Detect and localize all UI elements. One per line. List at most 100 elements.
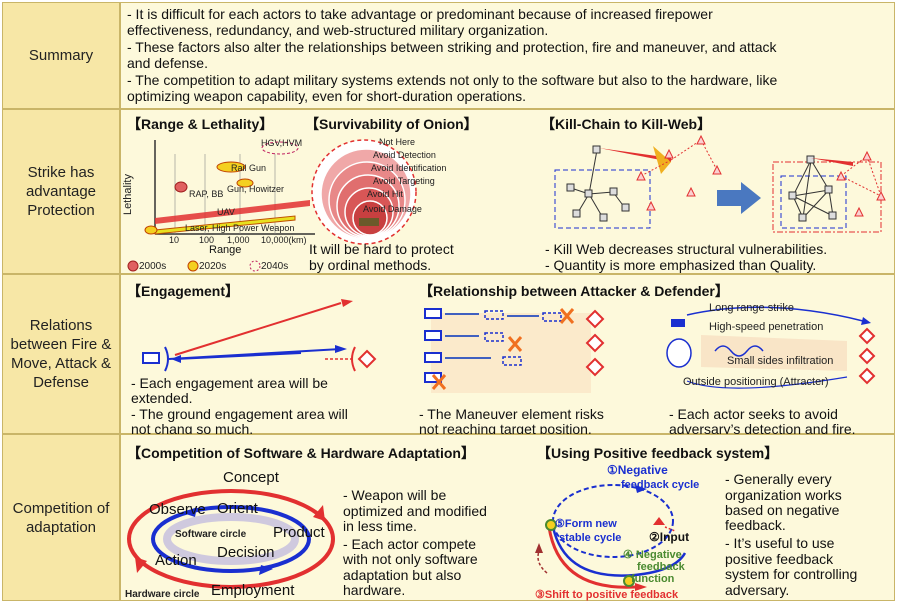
attacker-defender-title: 【Relationship between Attacker & Defende… [419, 283, 729, 299]
range-item: HGV,HVM [261, 138, 303, 148]
swhw-word: Hardware circle [125, 589, 200, 600]
feedback-node: ①Negative [607, 463, 668, 477]
range-tick: 100 [199, 235, 215, 245]
row-label-competition: Competition of adaptation [2, 434, 120, 601]
feedback-line: system for controlling [725, 566, 858, 582]
swhw-word: Orient [217, 500, 258, 517]
summary-line: and defense. [127, 55, 208, 71]
feedback-line: adversary. [725, 582, 790, 598]
feedback-node: ②Input [649, 530, 690, 544]
onion-title: 【Survivability of Onion】 [305, 116, 478, 132]
feedback-node: ④ Negative [623, 549, 682, 561]
strategy-item: High-speed penetration [709, 321, 824, 333]
swhw-line: optimized and modified [343, 503, 487, 519]
feedback-line: - It’s useful to use [725, 535, 835, 551]
feedback-line: based on negative [725, 502, 840, 518]
row-label-strike: Strike has advantage Protection [2, 109, 120, 274]
attacker-caption: - The Maneuver element risks [419, 406, 604, 422]
onion-layer: Avoid Targeting [373, 176, 435, 186]
swhw-word: Decision [217, 544, 275, 561]
range-legend-item: 2000s [139, 261, 167, 272]
summary-line: optimizing weapon capability, even for s… [127, 88, 526, 104]
feedback-title: 【Using Positive feedback system】 [537, 445, 779, 461]
onion-layer: Avoid Hit [367, 189, 403, 199]
swhw-line: hardware. [343, 582, 406, 598]
range-legend-item: 2020s [199, 261, 227, 272]
range-xlabel: Range [209, 244, 242, 256]
strategy-item: Small sides infiltration [727, 355, 834, 367]
feedback-line: feedback. [725, 517, 786, 533]
engagement-diagram [142, 299, 377, 372]
competition-cell: 【Competition of Software & Hardware Adap… [120, 434, 895, 601]
onion-layer: Not Here [379, 137, 416, 147]
swhw-line: - Each actor compete [343, 536, 477, 552]
range-item: UAV [217, 207, 235, 217]
onion-caption: It will be hard to protect [309, 241, 454, 257]
swhw-cycle-diagram [127, 489, 335, 589]
swhw-word: Employment [211, 582, 295, 599]
engagement-title: 【Engagement】 [127, 283, 240, 299]
kill-web-title: 【Kill-Chain to Kill-Web】 [541, 116, 712, 132]
swhw-word: Concept [223, 469, 279, 486]
onion-layer: Avoid Damage [363, 204, 422, 214]
swhw-line: in less time. [343, 518, 417, 534]
feedback-node: feedback cycle [621, 479, 700, 491]
feedback-line: - Generally every [725, 471, 832, 487]
onion-layer: Avoid Identification [371, 163, 447, 173]
range-lethality-title: 【Range & Lethality】 [127, 116, 274, 132]
feedback-line: positive feedback [725, 551, 834, 567]
row-label-relations: Relations between Fire & Move, Attack & … [2, 274, 120, 434]
kill-web-diagram [554, 134, 886, 233]
engagement-line: not chang so much. [131, 421, 254, 437]
row-label-summary: Summary [2, 2, 120, 109]
range-item: Gun, Howitzer [227, 184, 285, 194]
range-lethality-chart [144, 140, 315, 235]
summary-line: - The competition to adapt military syst… [127, 72, 778, 88]
range-item: RAP, BB [189, 189, 224, 199]
strategy-item: Outside positioning (Attracter) [683, 376, 829, 388]
range-tick: 10 [169, 235, 180, 245]
range-tick: 10,000(km) [261, 235, 307, 245]
swhw-line: - Weapon will be [343, 487, 447, 503]
onion-diagram [311, 139, 417, 245]
range-item: Rail Gun [231, 163, 267, 173]
range-legend-marks [127, 260, 261, 272]
onion-layer: Avoid Detection [373, 150, 436, 160]
swhw-word: Product [273, 524, 325, 541]
feedback-node: function [631, 573, 675, 585]
engagement-line: - Each engagement area will be [131, 375, 328, 391]
range-tick: 1,000 [227, 235, 250, 245]
relations-cell: 【Engagement】 - Each engagement area will… [120, 274, 895, 437]
strike-cell: 【Range & Lethality】 Lethality HGV,HVM Ra… [120, 109, 895, 274]
swhw-title: 【Competition of Software & Hardware Adap… [127, 445, 475, 461]
strategies-caption: adversary’s detection and fire. [669, 421, 856, 437]
range-legend-item: 2040s [261, 261, 289, 272]
attacker-caption: not reaching target position. [419, 421, 592, 437]
swhw-word: Observe [149, 501, 206, 518]
swhw-word: Action [155, 552, 197, 569]
summary-line: effectiveness, redundancy, and web-struc… [127, 22, 549, 38]
strategy-item: Long range strike [709, 302, 794, 314]
strategies-diagram [666, 306, 876, 389]
onion-caption: by ordinal methods. [309, 257, 432, 273]
summary-line: - These factors also alter the relations… [127, 39, 777, 55]
strategies-caption: - Each actor seeks to avoid [669, 406, 838, 422]
swhw-line: with not only software [343, 551, 478, 567]
engagement-line: extended. [131, 390, 193, 406]
feedback-line: organization works [725, 487, 842, 503]
swhw-word: Software circle [175, 529, 247, 540]
feedback-node: ⑤Form new [555, 518, 617, 530]
summary-line: - It is difficult for each actors to tak… [127, 6, 713, 22]
range-ylabel: Lethality [122, 174, 134, 215]
summary-cell: - It is difficult for each actors to tak… [120, 2, 895, 109]
feedback-node: ③Shift to positive feedback [535, 589, 679, 601]
kill-web-caption: - Kill Web decreases structural vulnerab… [545, 241, 828, 257]
feedback-node: stable cycle [559, 532, 622, 544]
swhw-line: adaptation but also [343, 567, 462, 583]
kill-web-caption: - Quantity is more emphasized than Quali… [545, 257, 817, 273]
range-item: Laser, High Power Weapon [185, 223, 295, 233]
feedback-diagram [535, 484, 687, 591]
engagement-line: - The ground engagement area will [131, 406, 348, 422]
attacker-defender-diagram [424, 308, 605, 393]
